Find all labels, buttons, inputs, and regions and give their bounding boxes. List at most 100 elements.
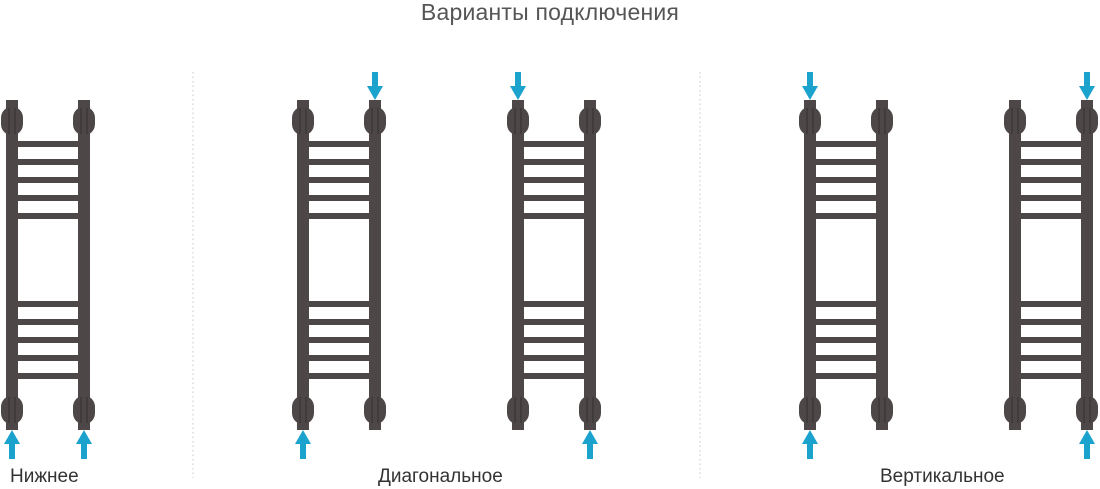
radiator-rung bbox=[816, 337, 876, 343]
radiator-rung bbox=[524, 195, 584, 201]
radiator-rung bbox=[1021, 373, 1081, 379]
radiator-rung bbox=[524, 355, 584, 361]
radiator-post-right bbox=[78, 100, 90, 430]
cap-body bbox=[292, 396, 314, 424]
cap-body bbox=[507, 107, 529, 135]
arrow-head bbox=[802, 430, 818, 444]
cap-body bbox=[1004, 107, 1026, 135]
radiator-rung bbox=[18, 195, 78, 201]
radiator-rung bbox=[18, 301, 78, 307]
radiator-rung bbox=[524, 213, 584, 219]
radiator-diagonal bbox=[292, 72, 386, 459]
cap-groove bbox=[371, 108, 373, 134]
radiator-post-right bbox=[584, 100, 596, 430]
connector-cap bbox=[364, 107, 386, 135]
connector-cap bbox=[507, 396, 529, 424]
arrow-shaft bbox=[81, 442, 87, 459]
cap-groove bbox=[80, 397, 82, 423]
arrow-up-icon bbox=[295, 430, 311, 459]
cap-body bbox=[1, 396, 23, 424]
cap-groove bbox=[305, 108, 307, 134]
radiator-post-left bbox=[297, 100, 309, 430]
arrow-shaft bbox=[1084, 72, 1090, 88]
cap-body bbox=[579, 396, 601, 424]
cap-body bbox=[1076, 107, 1098, 135]
radiator-rung bbox=[309, 159, 369, 165]
arrow-shaft bbox=[1084, 442, 1090, 459]
cap-groove bbox=[1089, 108, 1091, 134]
radiators bbox=[1, 72, 1098, 459]
arrow-head bbox=[76, 430, 92, 444]
cap-groove bbox=[514, 397, 516, 423]
arrow-shaft bbox=[807, 442, 813, 459]
connector-cap bbox=[1076, 107, 1098, 135]
label-diagonal-connection: Диагональное bbox=[378, 466, 503, 487]
radiator-rung bbox=[309, 177, 369, 183]
radiator-rung bbox=[309, 213, 369, 219]
radiator-rung bbox=[309, 141, 369, 147]
cap-groove bbox=[371, 397, 373, 423]
cap-groove bbox=[80, 108, 82, 134]
radiator-post-left bbox=[512, 100, 524, 430]
connector-cap bbox=[292, 396, 314, 424]
cap-body bbox=[507, 396, 529, 424]
connector-cap bbox=[1, 396, 23, 424]
cap-body bbox=[871, 396, 893, 424]
arrow-head bbox=[510, 86, 526, 100]
arrow-down-icon bbox=[1079, 72, 1095, 100]
cap-groove bbox=[586, 108, 588, 134]
radiator-rung bbox=[18, 319, 78, 325]
connector-cap bbox=[1076, 396, 1098, 424]
radiator-rung bbox=[1021, 337, 1081, 343]
arrow-shaft bbox=[587, 442, 593, 459]
arrow-down-icon bbox=[367, 72, 383, 100]
arrow-down-icon bbox=[510, 72, 526, 100]
arrow-shaft bbox=[372, 72, 378, 88]
cap-groove bbox=[806, 108, 808, 134]
radiator-rung bbox=[524, 301, 584, 307]
arrow-shaft bbox=[300, 442, 306, 459]
arrow-head bbox=[1079, 430, 1095, 444]
radiator-post-right bbox=[876, 100, 888, 430]
radiator-rung bbox=[816, 141, 876, 147]
connector-cap bbox=[1004, 396, 1026, 424]
radiator-rung bbox=[18, 355, 78, 361]
cap-groove bbox=[520, 397, 522, 423]
connector-cap bbox=[73, 107, 95, 135]
connector-cap bbox=[1004, 107, 1026, 135]
arrow-up-icon bbox=[1079, 430, 1095, 459]
radiator-rung bbox=[524, 159, 584, 165]
cap-body bbox=[1004, 396, 1026, 424]
label-bottom-connection: Нижнее bbox=[10, 466, 79, 487]
cap-groove bbox=[1011, 397, 1013, 423]
connector-cap bbox=[799, 107, 821, 135]
arrow-head bbox=[4, 430, 20, 444]
arrow-head bbox=[802, 86, 818, 100]
page-title: Варианты подключения bbox=[420, 0, 680, 25]
radiator-rung bbox=[1021, 141, 1081, 147]
connector-cap bbox=[73, 396, 95, 424]
cap-groove bbox=[377, 108, 379, 134]
connector-cap bbox=[292, 107, 314, 135]
cap-groove bbox=[8, 397, 10, 423]
cap-body bbox=[292, 107, 314, 135]
radiator-rung bbox=[1021, 177, 1081, 183]
radiator-rung bbox=[309, 301, 369, 307]
radiator-rung bbox=[524, 373, 584, 379]
cap-groove bbox=[812, 108, 814, 134]
cap-body bbox=[364, 107, 386, 135]
cap-body bbox=[73, 107, 95, 135]
connector-cap bbox=[579, 396, 601, 424]
arrow-shaft bbox=[515, 72, 521, 88]
radiator-rung bbox=[524, 177, 584, 183]
connector-cap bbox=[1, 107, 23, 135]
cap-groove bbox=[586, 397, 588, 423]
cap-body bbox=[73, 396, 95, 424]
cap-body bbox=[799, 107, 821, 135]
connector-cap bbox=[799, 396, 821, 424]
radiator-rung bbox=[816, 177, 876, 183]
radiator-rung bbox=[1021, 301, 1081, 307]
connector-cap bbox=[507, 107, 529, 135]
label-vertical-connection: Вертикальное bbox=[880, 466, 1005, 487]
cap-groove bbox=[806, 397, 808, 423]
